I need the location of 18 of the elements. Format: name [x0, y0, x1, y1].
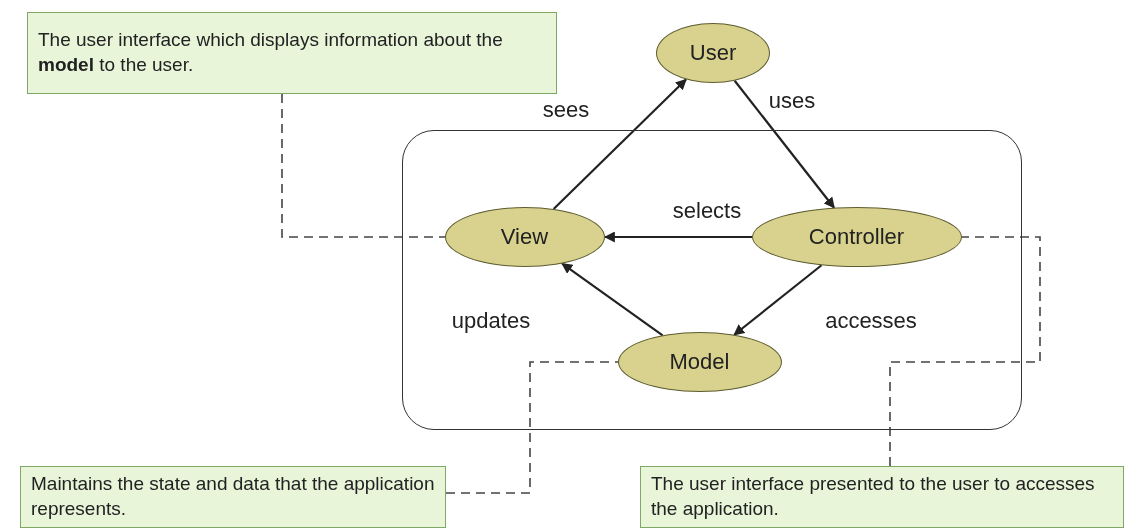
node-label: View: [500, 223, 549, 250]
arrow: [733, 264, 823, 336]
node-label: Controller: [808, 223, 905, 250]
arrow: [552, 78, 687, 210]
note-text: Maintains the state and data that the application represents.: [31, 472, 435, 521]
note-text: The user interface which displays information about the model to the user.: [38, 28, 504, 77]
leader-line: [889, 236, 1041, 467]
leader-line: [445, 361, 619, 494]
node-label: User: [689, 40, 737, 66]
arrow: [561, 262, 664, 337]
note-box: [640, 466, 1124, 528]
leader-line: [281, 93, 446, 238]
arrow: [733, 80, 835, 209]
arrow: [603, 231, 752, 243]
node-label: Model: [669, 348, 730, 375]
note-box: [20, 466, 446, 528]
note-text: The user interface presented to the user to accesses the application.: [651, 472, 1096, 521]
note-box: [27, 12, 557, 94]
